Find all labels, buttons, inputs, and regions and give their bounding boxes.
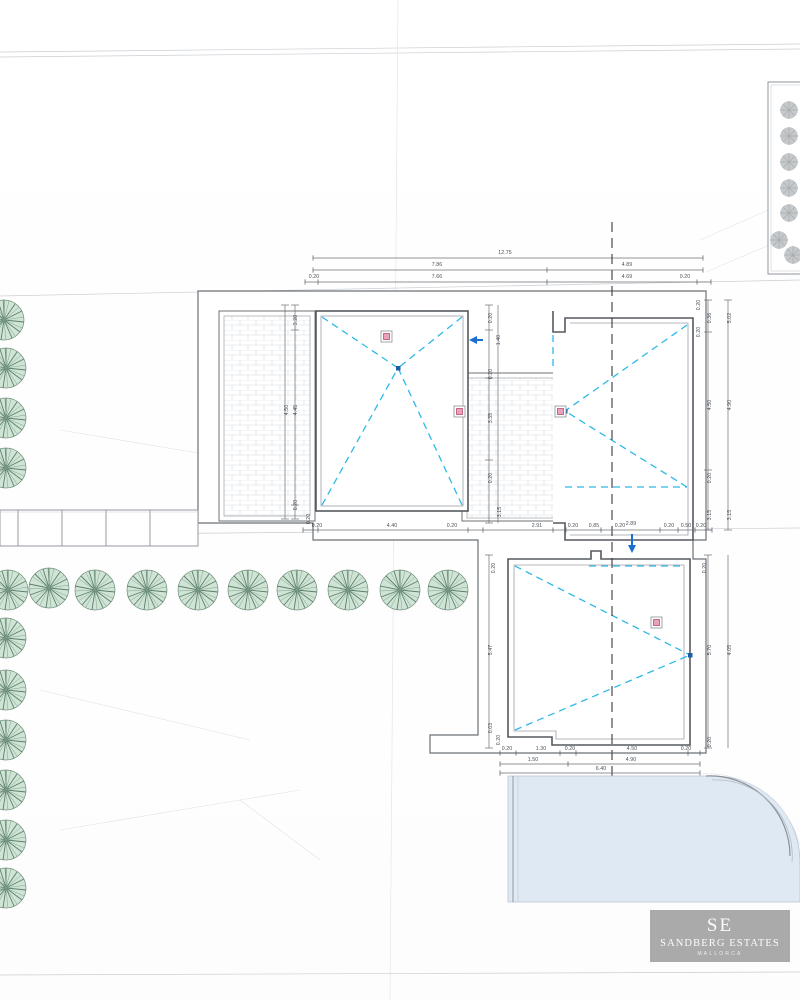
building-b-upper-right: [552, 311, 694, 541]
dimension-label: 0.20: [309, 274, 320, 280]
dimension-label: 1.40: [496, 335, 502, 346]
dimension-group-top-chain-3: 0.20 7.66 4.69 0.20: [309, 274, 691, 280]
dimension-label: 4.69: [622, 274, 633, 280]
dimension-group-bottom-chain-total: 6.40: [596, 766, 607, 772]
building-c-lower-right: [507, 550, 693, 746]
dimension-label: 0.36: [707, 313, 713, 324]
dimension-group-mid-vertical: 0.20 1.40 0.20 3.35 0.20 3.15: [488, 313, 503, 518]
dimension-label: 0.20: [488, 313, 494, 324]
roof-markers: [380, 330, 663, 629]
dimension-label: 0.20: [565, 746, 576, 752]
dimension-label: 0.20: [680, 274, 691, 280]
dimension-label: 0.20: [568, 523, 579, 529]
dimension-label: 1.30: [536, 746, 547, 752]
dimension-label: 4.50: [627, 746, 638, 752]
dimension-label: 2.91: [532, 523, 543, 529]
dimension-label: 7.66: [432, 274, 443, 280]
dimension-label: 4.50: [284, 405, 290, 416]
dimension-chain-middle-horizontal: [302, 526, 713, 534]
roof-apex-node: [396, 366, 401, 371]
dimension-label: 0.20: [615, 523, 626, 529]
dimension-label: 5.70: [707, 645, 713, 656]
roof-marker-4[interactable]: [650, 616, 663, 629]
roof-marker-3[interactable]: [554, 405, 567, 418]
dimension-label: 0.20: [447, 523, 458, 529]
dimension-label: 0.20: [502, 746, 513, 752]
dimension-label: 1.50: [528, 757, 539, 763]
roof-marker-2[interactable]: [453, 405, 466, 418]
dimension-group-lower-right-vertical: 0.205.470.030.200.205.700.204.05: [488, 563, 733, 748]
dimension-chain-mid-vertical: [485, 304, 499, 524]
dimension-label: 0.20: [496, 735, 502, 746]
dimension-label: 5.02: [727, 313, 733, 324]
roof-hip-lines-building-b: [552, 324, 688, 488]
dimension-label: 0.20: [681, 746, 692, 752]
dimension-label: 3.15: [707, 510, 713, 521]
logo-monogram: SE: [706, 914, 734, 936]
dimension-label: 3.15: [727, 510, 733, 521]
dimension-label: 5.47: [488, 645, 494, 656]
dimension-label: 6.40: [596, 766, 607, 772]
dimension-label: 0.50: [681, 523, 692, 529]
dimension-chain-bottom-horizontal: [499, 749, 701, 777]
dimension-label: 0.20: [491, 563, 497, 574]
logo-region: MALLORCA: [697, 950, 743, 957]
dimension-label: 12.75: [498, 250, 511, 256]
dimension-label: 0.20: [488, 473, 494, 484]
dimension-label: 0.03: [488, 723, 494, 734]
building-a-upper-left: [315, 310, 469, 512]
dimension-group-bottom-chain-lower: 0.20 1.30 0.20 4.50 0.20: [502, 746, 692, 752]
dimension-label: 4.90: [626, 757, 637, 763]
dimension-label: 0.20: [664, 523, 675, 529]
dimension-label: 2.89: [626, 521, 637, 527]
tiled-terrace-hatch-middle: [461, 372, 561, 522]
swimming-pool: [507, 773, 800, 903]
dimension-label: 3.35: [488, 413, 494, 424]
dimension-chain-left-vertical: [281, 304, 299, 520]
watermark-logo: SE SANDBERG ESTATES MALLORCA: [650, 910, 790, 962]
dimension-label: 0.20: [707, 737, 713, 748]
roof-apex-node: [688, 653, 693, 658]
logo-name: SANDBERG ESTATES: [660, 937, 780, 949]
dimension-label: 7.86: [432, 262, 443, 268]
dimension-label: 0.20: [312, 523, 323, 529]
roof-hip-lines-building-a: [321, 316, 463, 506]
dimension-label: 4.50: [707, 400, 713, 411]
tree-enclosure-top-right: [767, 81, 800, 275]
dimension-label: 0.20: [707, 473, 713, 484]
direction-arrow-left: [469, 336, 483, 344]
dimension-label: 0.20: [696, 300, 702, 311]
dimension-chain-top: [304, 255, 712, 285]
dimension-label: 4.45: [293, 405, 299, 416]
dimension-label: 0.20: [702, 563, 708, 574]
dimension-group-top-chain-2: 7.86 4.89: [432, 262, 633, 268]
dimension-label: 0.20: [488, 369, 494, 380]
dimension-label: 0.20: [306, 514, 312, 525]
dimension-label: 0.20: [696, 523, 707, 529]
dimension-label: 4.90: [727, 400, 733, 411]
dimension-label: 3.20: [293, 315, 299, 326]
tiled-terrace-hatch-left: [218, 310, 316, 522]
roof-hip-lines-building-c: [514, 565, 691, 731]
dimension-label: 0.20: [696, 327, 702, 338]
dimension-label: 0.85: [589, 523, 600, 529]
dimension-label: 3.15: [497, 507, 503, 518]
dimension-label: 0.20: [293, 500, 299, 511]
roof-marker-1[interactable]: [380, 330, 393, 343]
dimension-label: 4.89: [622, 262, 633, 268]
dimension-label: 4.40: [387, 523, 398, 529]
dimension-label: 4.05: [727, 645, 733, 656]
dimension-chain-lower-right-vertical: [485, 554, 729, 749]
dimension-group-bottom-chain-lowest: 1.50 4.90: [528, 757, 637, 763]
dimension-group-right-vertical: 0.20 0.36 0.20 4.50 0.20 3.15 5.02 4.90 3.15: [696, 300, 733, 521]
driveway-paving: [0, 509, 199, 547]
direction-arrow-down: [628, 534, 636, 553]
dimension-group-top-chain-1: 12.75: [498, 250, 511, 256]
